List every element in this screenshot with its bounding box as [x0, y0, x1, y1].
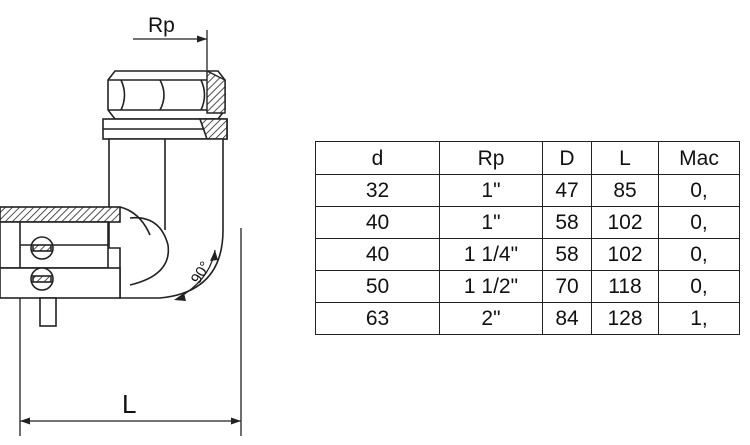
table-cell: 50 [315, 270, 440, 303]
table-cell: 1 1/4" [439, 238, 543, 271]
table-cell: 85 [591, 174, 659, 207]
table-cell: 32 [315, 174, 440, 207]
table-row: 63 2" 84 128 1, [315, 302, 740, 335]
table-cell: 128 [591, 302, 659, 335]
table-cell: 102 [591, 206, 659, 239]
thread-section [206, 69, 226, 114]
length-dimension [19, 228, 242, 436]
clamp-screw-top [30, 236, 54, 260]
table-cell: 2" [439, 302, 543, 335]
table-cell: 1" [439, 206, 543, 239]
pipe-socket [0, 206, 151, 327]
table-row: 50 1 1/2" 70 118 0, [315, 270, 740, 303]
table-cell: 1 1/2" [439, 270, 543, 303]
table-row: 40 1 1/4" 58 102 0, [315, 238, 740, 271]
table-cell: 0, [658, 238, 740, 271]
column-header: Rp [439, 141, 543, 175]
column-header: L [591, 141, 659, 175]
table-cell: 0, [658, 174, 740, 207]
table-cell: 102 [591, 238, 659, 271]
rp-label: Rp [148, 14, 175, 37]
clamp-screw-bottom [30, 267, 54, 291]
table-cell: 70 [542, 270, 592, 303]
angle-arc [174, 249, 218, 301]
collar [102, 118, 228, 140]
table-cell: 40 [315, 238, 440, 271]
length-label: L [122, 389, 136, 419]
table-cell: 58 [542, 238, 592, 271]
table-cell: 1" [439, 174, 543, 207]
table-cell: 63 [315, 302, 440, 335]
table-header-row: d Rp D L Mac [315, 141, 740, 175]
table-cell: 118 [591, 270, 659, 303]
table-row: 40 1" 58 102 0, [315, 206, 740, 239]
rp-dimension [133, 30, 208, 70]
table-cell: 0, [658, 270, 740, 303]
table-cell: 1, [658, 302, 740, 335]
column-header: d [315, 141, 440, 175]
table-cell: 47 [542, 174, 592, 207]
dimension-table: d Rp D L Mac 32 1" 47 85 0, 40 1" 58 102… [315, 141, 740, 335]
table-cell: 58 [542, 206, 592, 239]
table-cell: 84 [542, 302, 592, 335]
table-row: 32 1" 47 85 0, [315, 174, 740, 207]
hex-nut [107, 70, 226, 120]
table-cell: 0, [658, 206, 740, 239]
elbow-body [108, 138, 224, 299]
column-header: D [542, 141, 592, 175]
table-cell: 40 [315, 206, 440, 239]
column-header: Mac [658, 141, 740, 175]
